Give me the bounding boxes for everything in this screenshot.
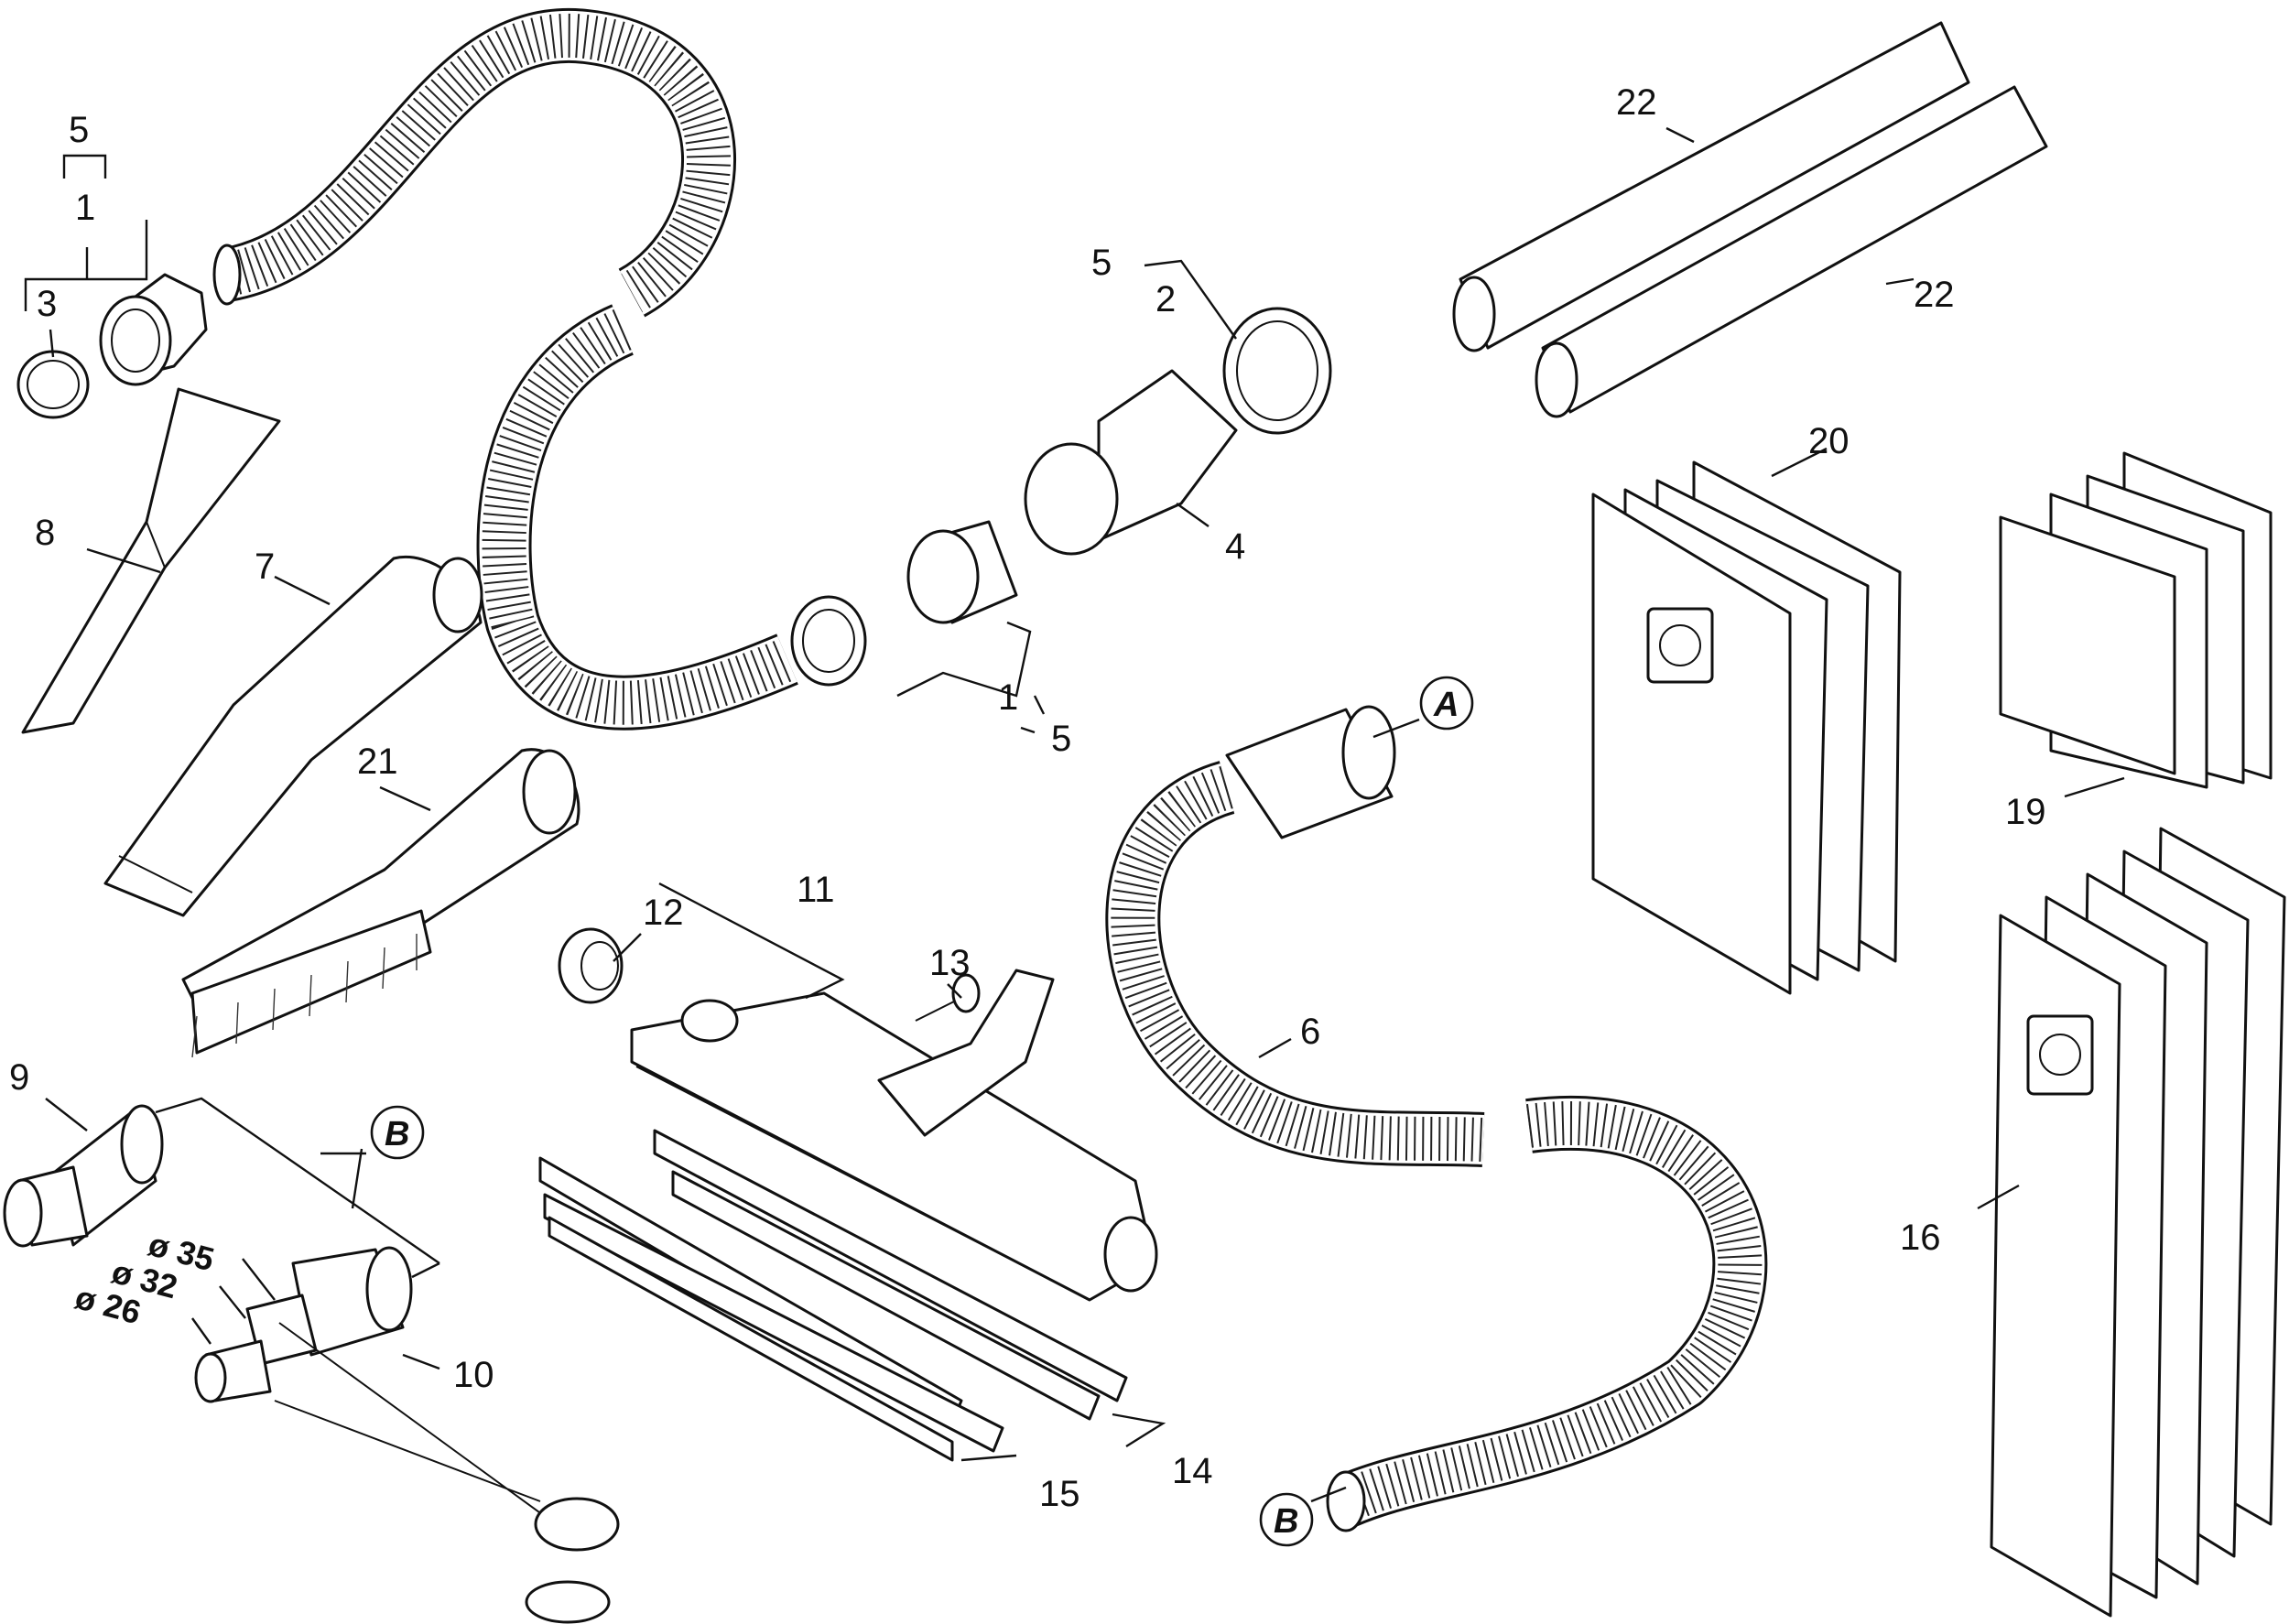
callout-5-center-top: 5 xyxy=(1091,243,1112,283)
callout-21: 21 xyxy=(357,742,398,782)
wheel-12 xyxy=(558,927,624,1004)
callout-22-top: 22 xyxy=(1616,82,1657,123)
hose-coupler-4 xyxy=(1024,369,1238,556)
callout-4: 4 xyxy=(1225,526,1245,567)
crevice-nozzle-8 xyxy=(21,387,281,734)
suction-hose-6 xyxy=(1105,705,1768,1532)
clamp-ring-3 xyxy=(16,350,90,419)
callout-7: 7 xyxy=(255,547,275,587)
connector-ring-small xyxy=(790,595,867,687)
suction-hose-upper xyxy=(212,7,798,731)
connector-sleeve xyxy=(906,520,1018,624)
brush-strips-15 xyxy=(538,1156,1004,1462)
callout-9: 9 xyxy=(9,1057,29,1098)
extension-tubes-22 xyxy=(1452,21,2048,418)
reference-b-upper: B xyxy=(370,1105,425,1160)
callout-19: 19 xyxy=(2005,792,2046,832)
callout-numbers: 5 1 3 8 7 21 9 10 11 12 13 14 15 6 4 2 5… xyxy=(9,82,2046,1514)
callout-1-center: 1 xyxy=(998,677,1018,718)
filter-bags-16 xyxy=(1990,827,2286,1618)
scissors xyxy=(274,1322,620,1624)
callout-22-bottom: 22 xyxy=(1914,275,1955,315)
reference-a-label: A xyxy=(1433,686,1459,724)
leader-lines xyxy=(24,126,2125,1503)
callout-8: 8 xyxy=(35,513,55,553)
floor-nozzle-11 xyxy=(630,969,1158,1302)
reference-b-lower-label: B xyxy=(1274,1502,1298,1541)
callout-2: 2 xyxy=(1155,279,1176,319)
callout-15: 15 xyxy=(1039,1474,1080,1514)
reference-b-upper-label: B xyxy=(385,1115,409,1153)
callout-20: 20 xyxy=(1808,421,1850,461)
hose-connector-1 xyxy=(99,273,208,386)
callout-12: 12 xyxy=(643,893,684,933)
callout-6: 6 xyxy=(1300,1012,1320,1052)
callout-5-center-bottom: 5 xyxy=(1051,719,1071,759)
callout-10: 10 xyxy=(453,1355,494,1395)
screw-13 xyxy=(915,973,981,1022)
callout-13: 13 xyxy=(929,943,971,983)
callout-11: 11 xyxy=(797,870,835,910)
brush-nozzle-21 xyxy=(181,748,580,1058)
callout-3: 3 xyxy=(37,284,57,324)
adapter-9 xyxy=(3,1104,164,1248)
filter-pack-19 xyxy=(1999,451,2273,789)
reference-a: A xyxy=(1419,676,1474,731)
brush-bristles xyxy=(191,934,418,1058)
reducer-adapter-10 xyxy=(194,1246,413,1403)
filter-bags-20 xyxy=(1591,460,1902,995)
callout-14: 14 xyxy=(1172,1451,1213,1491)
seal-ring-2 xyxy=(1222,307,1332,435)
reference-b-lower: B xyxy=(1259,1492,1314,1547)
callout-5-top-left: 5 xyxy=(69,110,89,150)
wiper-strips-14 xyxy=(653,1129,1128,1421)
callout-1-top-left: 1 xyxy=(75,188,95,228)
callout-16: 16 xyxy=(1900,1218,1941,1258)
bent-nozzle-7 xyxy=(103,556,483,917)
diameter-labels: ø 35 ø 32 ø 26 xyxy=(71,1225,276,1345)
